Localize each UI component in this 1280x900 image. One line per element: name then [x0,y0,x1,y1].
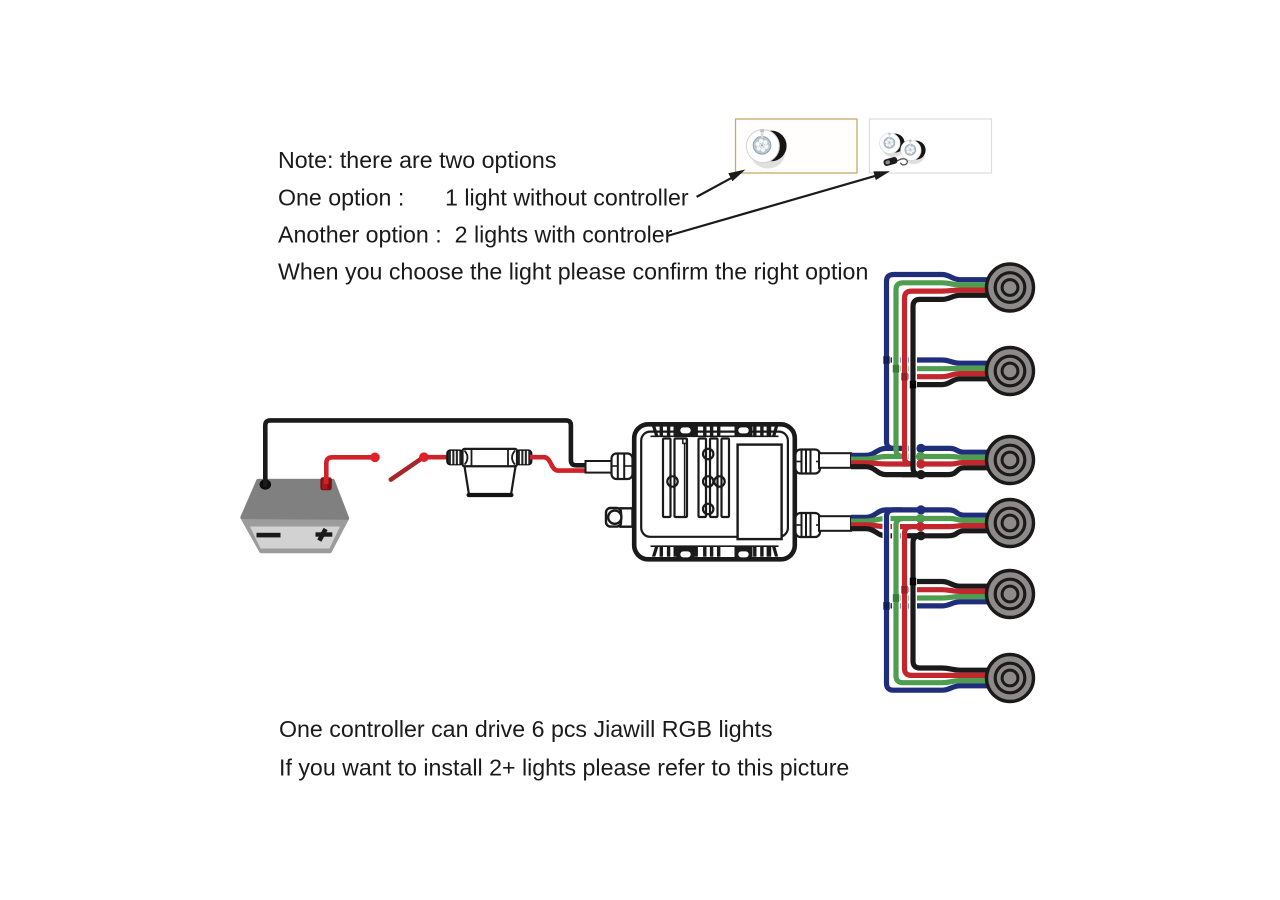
svg-text:If you want to install 2+ ligh: If you want to install 2+ lights please … [279,755,849,781]
svg-text:Note: there are two options: Note: there are two options [278,147,556,173]
svg-text:One option :1 light without co: One option :1 light without controller [278,185,689,211]
svg-text:Another option : 2 lights wit: Another option : 2 lights with controler [278,222,673,248]
svg-text:When you choose the light plea: When you choose the light please confirm… [278,259,868,285]
svg-text:One controller can drive 6 pcs: One controller can drive 6 pcs Jiawill R… [279,716,773,742]
